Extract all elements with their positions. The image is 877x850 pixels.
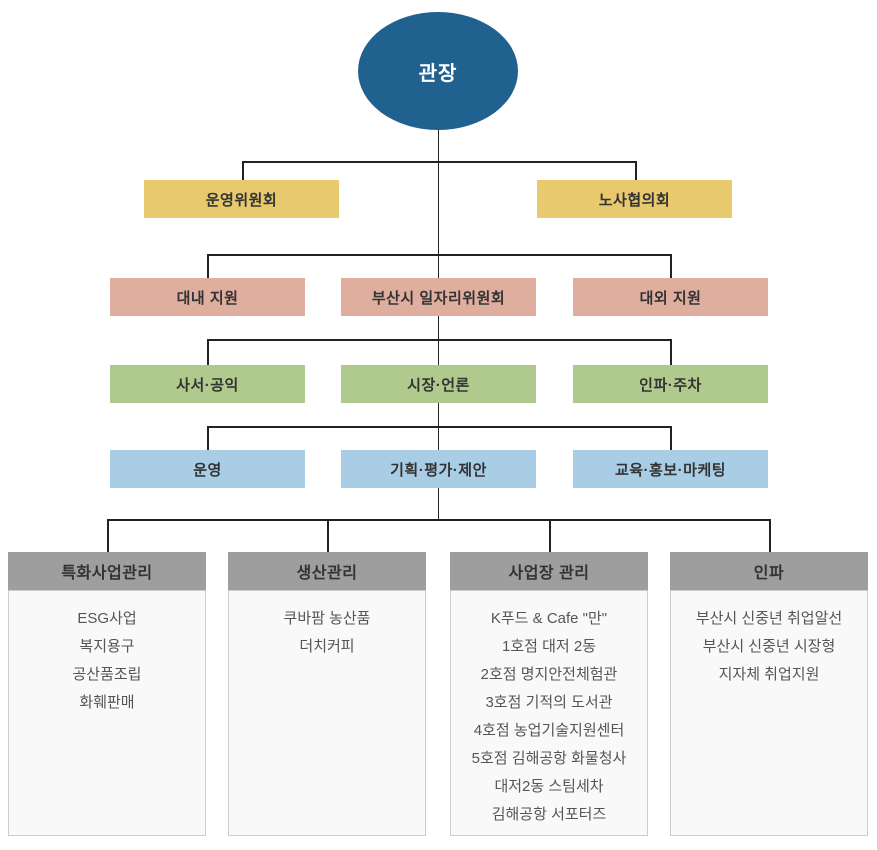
connector-level4-drop-right <box>670 339 672 365</box>
steering-committee-label: 운영위원회 <box>205 191 278 209</box>
external-support-label: 대외 지원 <box>639 289 702 307</box>
connector-column2-drop <box>327 519 329 552</box>
connector-level5-riser <box>437 403 439 427</box>
list-item: K푸드 & Cafe "만" <box>490 610 608 627</box>
column-header-special-business: 특화사업관리 <box>8 552 206 590</box>
column-header-workplace-label: 사업장 관리 <box>508 565 590 582</box>
column-header-production-label: 생산관리 <box>296 565 358 582</box>
list-item: 5호점 김해공항 화물청사 <box>471 750 627 767</box>
librarian-public-service-node: 사서·공익 <box>110 365 305 403</box>
connector-level2-drop-left <box>242 161 244 180</box>
list-item: 쿠바팜 농산품 <box>283 610 371 627</box>
busan-job-committee-node: 부산시 일자리위원회 <box>341 278 536 316</box>
column-header-crowd-label: 인파 <box>753 565 785 582</box>
column-header-workplace: 사업장 관리 <box>450 552 648 590</box>
list-item: 2호점 명지안전체험관 <box>480 666 618 683</box>
labor-management-council-node: 노사협의회 <box>537 180 732 218</box>
connector-level3-branch <box>207 254 670 256</box>
connector-level5-drop-right <box>670 426 672 450</box>
list-item: 부산시 신중년 취업알선 <box>695 610 843 627</box>
connector-level3-drop-right <box>670 254 672 278</box>
internal-support-label: 대내 지원 <box>176 289 239 307</box>
list-item: 1호점 대저 2동 <box>501 638 597 655</box>
list-item: ESG사업 <box>77 610 137 627</box>
list-item: 공산품조립 <box>72 666 142 683</box>
planning-evaluation-proposal-node: 기획·평가·제안 <box>341 450 536 488</box>
connector-level5-drop-mid <box>437 426 439 450</box>
column-body-crowd: 부산시 신중년 취업알선 부산시 신중년 시장형 지자체 취업지원 <box>670 590 868 836</box>
librarian-public-service-label: 사서·공익 <box>176 376 239 394</box>
connector-level5-drop-left <box>207 426 209 450</box>
education-pr-marketing-label: 교육·홍보·마케팅 <box>614 461 727 479</box>
operations-label: 운영 <box>193 461 222 479</box>
column-header-crowd: 인파 <box>670 552 868 590</box>
connector-level4-drop-mid <box>437 339 439 365</box>
list-item: 3호점 기적의 도서관 <box>485 694 613 711</box>
connector-level4-riser <box>437 316 439 340</box>
director-label: 관장 <box>418 62 458 85</box>
list-item: 부산시 신중년 시장형 <box>702 638 836 655</box>
operations-node: 운영 <box>110 450 305 488</box>
planning-evaluation-proposal-label: 기획·평가·제안 <box>390 461 487 479</box>
connector-level3-drop-left <box>207 254 209 278</box>
market-media-node: 시장·언론 <box>341 365 536 403</box>
column-body-special-business: ESG사업 복지용구 공산품조립 화훼판매 <box>8 590 206 836</box>
column-header-special-business-label: 특화사업관리 <box>61 565 153 582</box>
column-header-production: 생산관리 <box>228 552 426 590</box>
connector-column4-drop <box>769 519 771 552</box>
list-item: 대저2동 스팀세차 <box>494 778 604 795</box>
connector-column3-drop <box>549 519 551 552</box>
crowd-parking-label: 인파·주차 <box>639 376 702 394</box>
list-item: 복지용구 <box>79 638 135 655</box>
connector-level4-drop-left <box>207 339 209 365</box>
steering-committee-node: 운영위원회 <box>144 180 339 218</box>
list-item: 4호점 농업기술지원센터 <box>473 722 625 739</box>
education-pr-marketing-node: 교육·홍보·마케팅 <box>573 450 768 488</box>
list-item: 더치커피 <box>299 638 355 655</box>
connector-column1-drop <box>107 519 109 552</box>
market-media-label: 시장·언론 <box>407 376 470 394</box>
external-support-node: 대외 지원 <box>573 278 768 316</box>
column-body-production: 쿠바팜 농산품 더치커피 <box>228 590 426 836</box>
busan-job-committee-label: 부산시 일자리위원회 <box>371 289 506 307</box>
connector-root-trunk <box>437 130 439 278</box>
connector-columns-branch <box>107 519 769 521</box>
director-node: 관장 <box>358 12 518 130</box>
internal-support-node: 대내 지원 <box>110 278 305 316</box>
connector-columns-riser <box>437 488 439 520</box>
crowd-parking-node: 인파·주차 <box>573 365 768 403</box>
list-item: 화훼판매 <box>79 694 135 711</box>
connector-level2-drop-right <box>635 161 637 180</box>
labor-management-council-label: 노사협의회 <box>598 191 671 209</box>
list-item: 김해공항 서포터즈 <box>491 806 607 823</box>
list-item: 지자체 취업지원 <box>718 666 820 683</box>
column-body-workplace: K푸드 & Cafe "만" 1호점 대저 2동 2호점 명지안전체험관 3호점… <box>450 590 648 836</box>
connector-level2-branch <box>242 161 635 163</box>
